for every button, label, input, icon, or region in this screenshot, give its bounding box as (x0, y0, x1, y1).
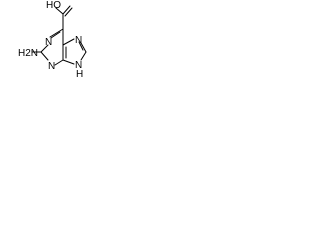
atom-label-n9: N (75, 60, 82, 71)
atom-label-amine: H2N (18, 48, 38, 59)
bond-c2-n3 (40, 51, 49, 61)
bond-n7-c8-double (78, 41, 84, 51)
atom-label-n7: N (75, 35, 82, 46)
bond-carbonyl-c-o-double (64, 7, 73, 17)
atom-label-n3: N (48, 61, 55, 72)
bond-group (31, 5, 87, 66)
bond-n7-c8 (80, 42, 87, 53)
bond-carbonyl-c-o (62, 5, 71, 15)
bond-c6-n1 (49, 28, 64, 38)
chemical-structure: HO N N N N H H2N (18, 0, 87, 80)
chemical-structure-canvas: HO N N N N H H2N (0, 0, 105, 91)
bond-c8-n9 (80, 51, 87, 61)
bond-c5-n7 (62, 38, 75, 46)
atom-label-hydroxyl: HO (46, 0, 61, 11)
atom-label-n1: N (45, 37, 52, 48)
bond-n9-c4 (62, 59, 75, 65)
bond-c-oh (55, 7, 64, 15)
bond-n3-c4 (54, 59, 64, 66)
bond-c6-n1-double (50, 31, 61, 39)
atom-label-n9-hydrogen: H (76, 69, 83, 80)
bond-n1-c2 (40, 44, 49, 53)
